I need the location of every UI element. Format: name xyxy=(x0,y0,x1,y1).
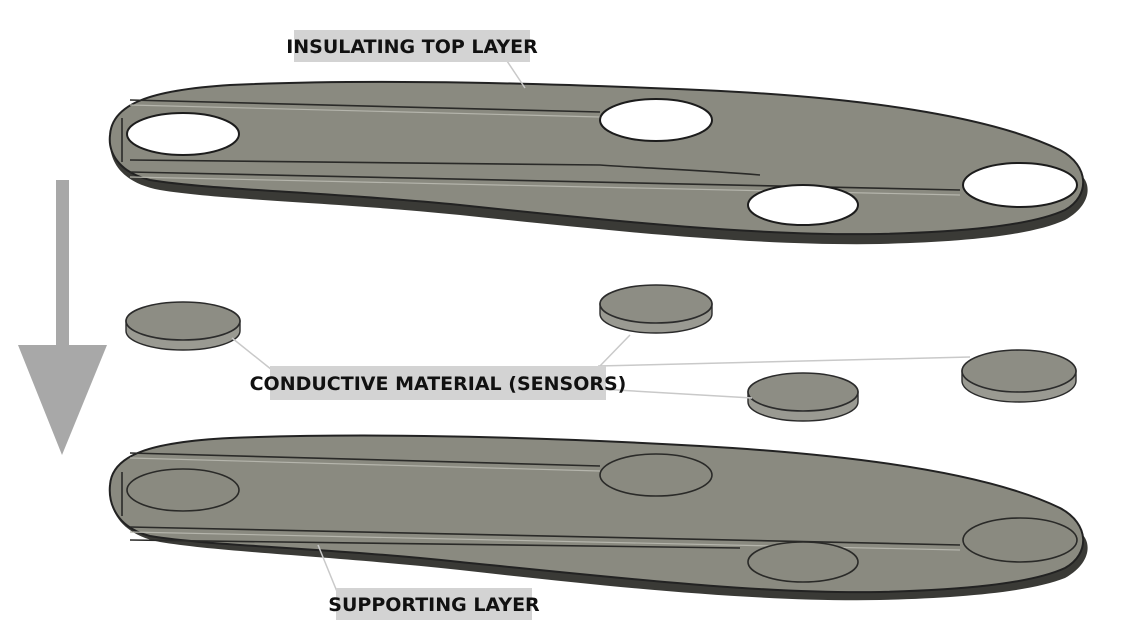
insulating-top-layer xyxy=(108,80,1088,245)
label-top-layer-text: INSULATING TOP LAYER xyxy=(286,36,538,58)
label-sensors-text: CONDUCTIVE MATERIAL (SENSORS) xyxy=(250,373,627,395)
label-sensors: CONDUCTIVE MATERIAL (SENSORS) xyxy=(250,366,627,400)
label-top-layer: INSULATING TOP LAYER xyxy=(286,30,538,62)
sensor-disc-2 xyxy=(599,284,713,334)
sensor-disc-1 xyxy=(125,301,241,351)
sensor-disc-3 xyxy=(747,372,859,422)
label-bottom-layer-text: SUPPORTING LAYER xyxy=(328,594,540,616)
label-bottom-layer: SUPPORTING LAYER xyxy=(328,588,540,620)
sensor-disc-4 xyxy=(961,349,1077,403)
down-arrow-icon xyxy=(18,180,107,455)
supporting-bottom-layer xyxy=(108,434,1088,601)
leader-lines xyxy=(231,57,971,595)
